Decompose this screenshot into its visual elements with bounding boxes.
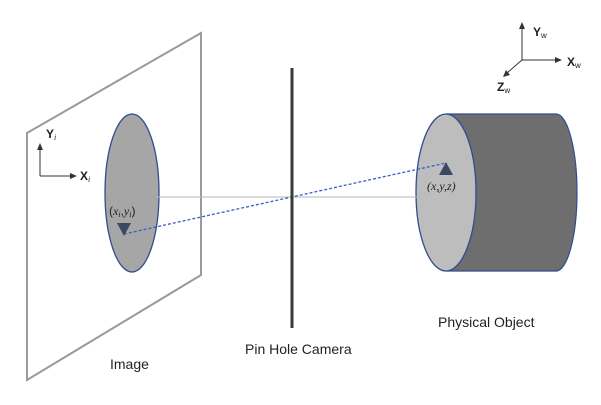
cylinder-front-face [415, 113, 477, 272]
image-axes [37, 143, 77, 179]
image-point-marker [117, 223, 131, 236]
cylinder-back-end [535, 114, 577, 271]
image-caption: Image [110, 356, 149, 372]
object-point-label: (x,y,z) [427, 179, 456, 193]
world-axes [503, 22, 562, 77]
cylinder-back-rim [555, 113, 578, 272]
image-ellipse [104, 113, 160, 273]
image-y-axis-label: Yi [46, 127, 56, 142]
image-point-label: (xi,yi) [109, 204, 135, 219]
image-x-axis-label: Xi [80, 169, 90, 184]
object-caption: Physical Object [438, 314, 535, 330]
world-z-axis-label: Zw [497, 80, 510, 95]
world-y-axis-label: Yw [533, 25, 547, 40]
world-x-axis-label: Xw [567, 55, 581, 70]
object-point-marker [439, 162, 453, 175]
camera-caption: Pin Hole Camera [245, 341, 352, 357]
